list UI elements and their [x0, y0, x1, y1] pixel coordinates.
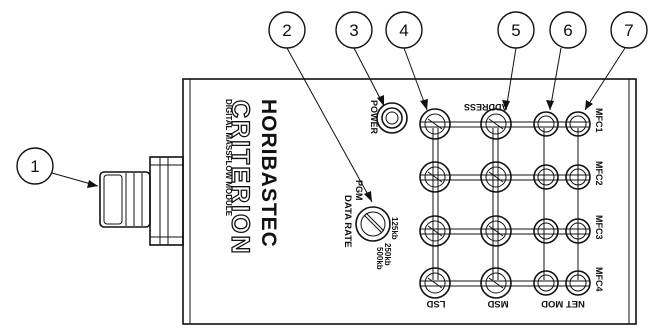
brand-subtitle: DIGITAL MASSFLOW MODULE	[224, 99, 233, 217]
led	[565, 164, 591, 190]
brand-maker: HORIBASTEC	[257, 99, 280, 248]
callout-4-number: 4	[399, 21, 408, 40]
callout-2-number: 2	[282, 21, 291, 40]
switch-grid-lines	[420, 121, 590, 287]
rotary-switch	[480, 161, 512, 193]
callout-6-number: 6	[563, 21, 572, 40]
callout-5-number: 5	[511, 21, 520, 40]
led	[533, 111, 559, 137]
callout-5: 5	[497, 11, 535, 49]
mfc4-label: MFC4	[594, 267, 604, 292]
msd-label: MSD	[487, 298, 508, 309]
led	[565, 270, 591, 296]
rotary-switch	[419, 267, 451, 299]
mfc1-label: MFC1	[594, 108, 604, 133]
rate-500-label: 500kb	[375, 247, 384, 270]
lsd-label: LSD	[426, 298, 445, 309]
rotary-switch	[480, 215, 512, 247]
callout-6: 6	[549, 11, 587, 49]
rate-125-label: 125kb	[390, 217, 399, 240]
power-label: POWER	[369, 100, 379, 135]
led	[533, 164, 559, 190]
rate-250-label: 250kb	[383, 243, 392, 266]
rotary-switch	[419, 215, 451, 247]
mfc2-label: MFC2	[594, 161, 604, 186]
led	[533, 270, 559, 296]
connector	[99, 156, 184, 246]
callout-7: 7	[610, 11, 648, 49]
callout-2: 2	[268, 11, 306, 49]
brand-block: HORIBASTEC CRITERION DIGITAL MASSFLOW MO…	[224, 99, 280, 256]
led	[533, 218, 559, 244]
brand-product: CRITERION	[226, 100, 254, 256]
callout-4: 4	[385, 11, 423, 49]
pgm-label: PGM	[354, 180, 364, 201]
callout-1: 1	[16, 147, 54, 185]
net-led-column	[533, 111, 559, 296]
callout-7-number: 7	[624, 21, 633, 40]
msd-switch-column	[480, 108, 512, 299]
callout-leaders	[51, 47, 626, 203]
rotary-switch	[480, 267, 512, 299]
rotary-switch	[419, 108, 451, 140]
rotary-switch	[419, 161, 451, 193]
power-indicator	[376, 102, 408, 134]
data-rate-switch	[355, 206, 391, 242]
address-label: ADDRESS	[464, 102, 508, 112]
mod-led-column	[565, 111, 591, 296]
callout-1-number: 1	[30, 157, 39, 176]
callout-3-number: 3	[349, 21, 358, 40]
module-body	[182, 78, 637, 325]
led	[565, 218, 591, 244]
data-rate-label: DATA RATE	[342, 195, 353, 247]
lsd-switch-column	[419, 108, 451, 299]
net-mod-label: NET MOD	[541, 298, 585, 309]
callout-3: 3	[335, 11, 373, 49]
led	[565, 111, 591, 137]
mfc3-label: MFC3	[594, 215, 604, 240]
rotary-switch	[480, 108, 512, 140]
